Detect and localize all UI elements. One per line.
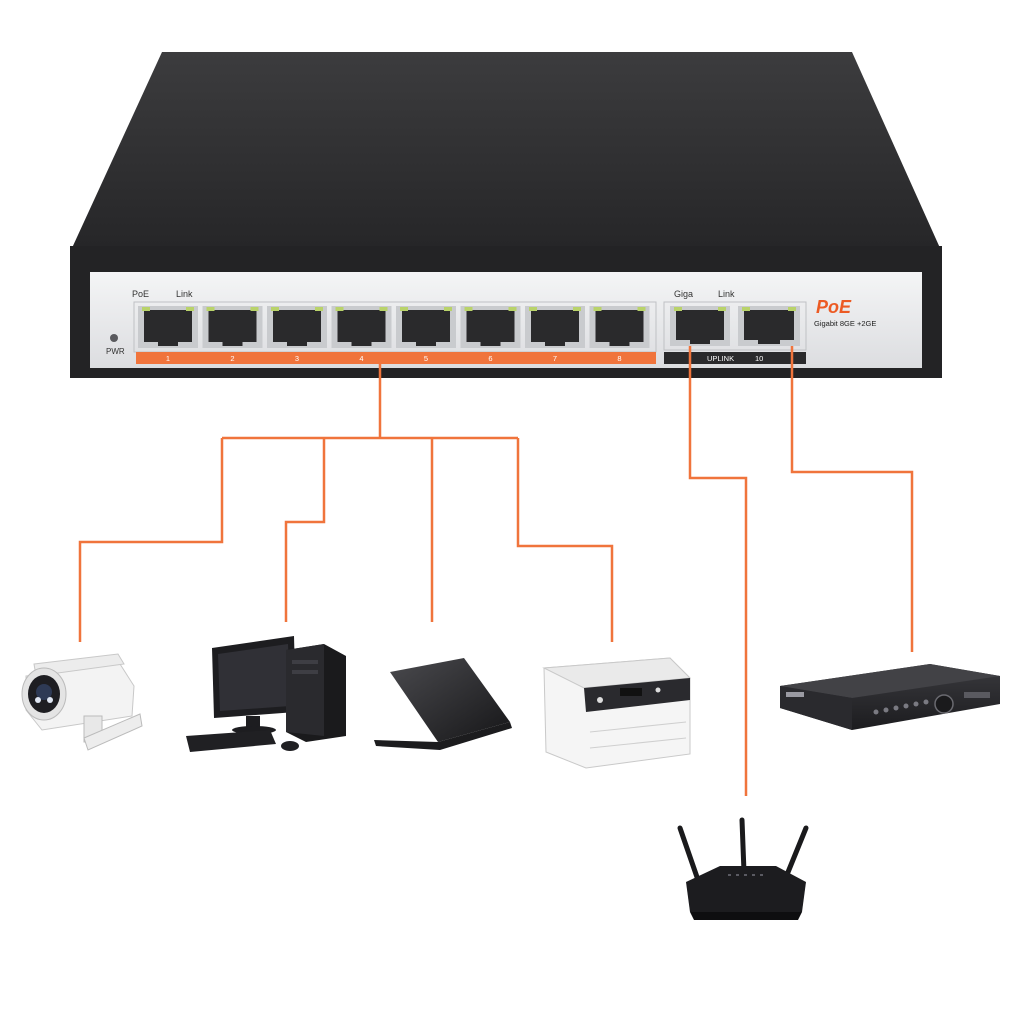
printer-icon [542,657,692,769]
camera-line [78,438,224,642]
poe-port-band [136,352,656,364]
port-10-label: 10 [755,354,763,363]
port-number-label: 7 [553,354,557,363]
printer-line [516,438,614,642]
brand-subtitle: Gigabit 8GE +2GE [814,319,876,328]
poe-port-2[interactable] [202,306,263,348]
port-number-label: 6 [488,354,492,363]
ethernet-ports [138,306,650,348]
port-number-label: 1 [166,354,170,363]
uplink-band [664,352,806,364]
poe-port-3[interactable] [267,306,327,348]
uplink-label: UPLINK [707,354,734,363]
poe-port-6[interactable] [460,306,521,348]
link-led-label: Link [176,289,193,299]
port-number-label: 3 [295,354,299,363]
brand-title: PoE [816,297,852,317]
poe-port-1[interactable] [138,306,198,348]
pwr-label: PWR [106,347,125,356]
connector-lines [78,346,914,796]
poe-port-8[interactable] [589,306,650,348]
desktop-computer-icon [186,636,346,752]
poe-led-label: PoE [132,289,149,299]
giga-label: Giga [674,289,693,299]
desktop-line [284,438,326,622]
poe-port-5[interactable] [396,306,456,348]
port-numbers: 1 2 3 4 5 6 7 8 [166,354,622,363]
poe-port-4[interactable] [331,306,392,348]
uplink-port-block [663,301,807,351]
port-number-label: 4 [359,354,363,363]
nvr-recorder-icon [780,664,1000,730]
router-line [688,346,748,796]
uplink-port-9[interactable] [670,306,730,346]
uplink-link-label: Link [718,289,735,299]
ip-camera-icon [21,653,143,751]
poe-port-7[interactable] [525,306,585,348]
port-number-label: 2 [230,354,234,363]
nvr-line [790,346,914,652]
uplink-port-10[interactable] [738,306,800,346]
port-number-label: 5 [424,354,428,363]
switch-top [72,52,940,248]
poe-switch: PoE Link PWR 1 2 3 4 5 6 7 8 Giga Link [70,52,942,378]
port-number-label: 8 [617,354,621,363]
power-led [110,334,118,342]
wifi-router-icon [677,817,809,920]
laptop-icon [374,658,512,750]
